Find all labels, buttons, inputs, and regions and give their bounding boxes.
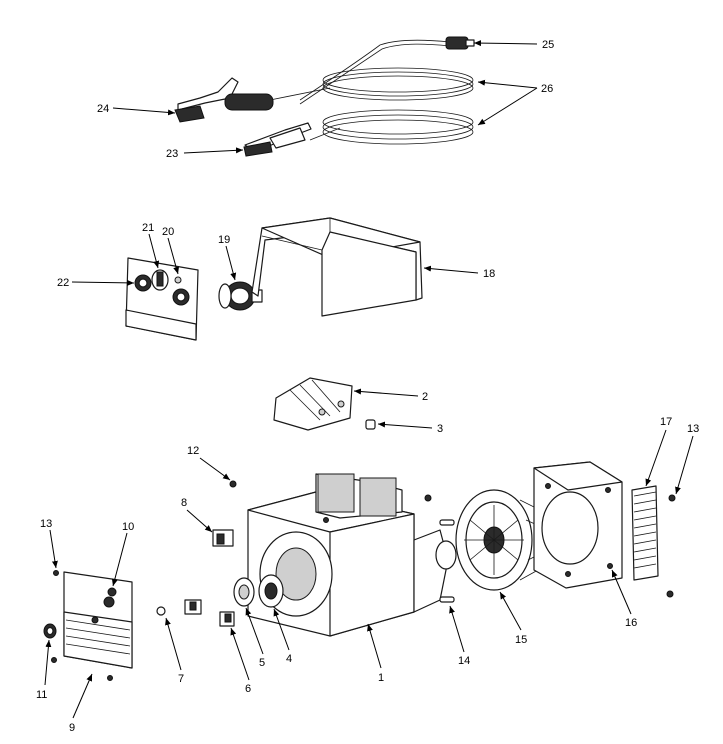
callout-2: 2 [422,391,428,403]
electrode-holder [174,77,274,123]
screw-12 [229,480,237,488]
ground-clamp [243,122,312,157]
callout-9: 9 [69,722,75,734]
callout-26: 26 [541,83,553,95]
rear-grille [631,485,676,598]
knob-10 [107,587,117,597]
callout-15: 15 [515,634,527,646]
callout-7: 7 [178,673,184,685]
leader-lines [44,40,694,719]
callout-23: 23 [166,148,178,160]
callout-4: 4 [286,653,292,665]
bushing-5 [233,577,255,607]
callout-10: 10 [122,521,134,533]
screw-13 [51,570,113,681]
knob-11 [43,623,57,639]
pin-14 [439,519,455,603]
rectifier-assembly [273,377,353,431]
switch-8 [212,529,234,547]
callout-17: 17 [660,416,672,428]
callout-6: 6 [245,683,251,695]
screw-3 [365,419,376,430]
connector-block [184,599,202,615]
top-cover [251,217,423,317]
fan-shroud [533,461,623,589]
switch-6 [219,611,235,627]
front-bezel [63,571,133,669]
callout-8: 8 [181,497,187,509]
callout-16: 16 [625,617,637,629]
callout-labels: 25 26 24 23 21 20 19 22 18 2 3 12 8 13 1… [36,39,699,734]
callout-13a: 13 [40,518,52,530]
callout-18: 18 [483,268,495,280]
callout-11: 11 [36,689,47,701]
callout-24: 24 [97,103,109,115]
callout-19: 19 [218,234,230,246]
callout-14: 14 [458,655,470,667]
callout-21: 21 [142,222,154,234]
callout-5: 5 [259,657,265,669]
callout-25: 25 [542,39,554,51]
callout-12: 12 [187,445,199,457]
main-chassis [247,473,457,637]
callout-13b: 13 [687,423,699,435]
bushing-4 [258,574,284,608]
front-control-panel [125,257,199,341]
callout-22: 22 [57,277,69,289]
callout-3: 3 [437,423,443,435]
callout-20: 20 [162,226,174,238]
clip-7 [156,606,166,616]
cooling-fan [455,489,545,591]
cable-plug [445,36,475,50]
callout-1: 1 [378,672,384,684]
welding-cables [269,39,474,145]
